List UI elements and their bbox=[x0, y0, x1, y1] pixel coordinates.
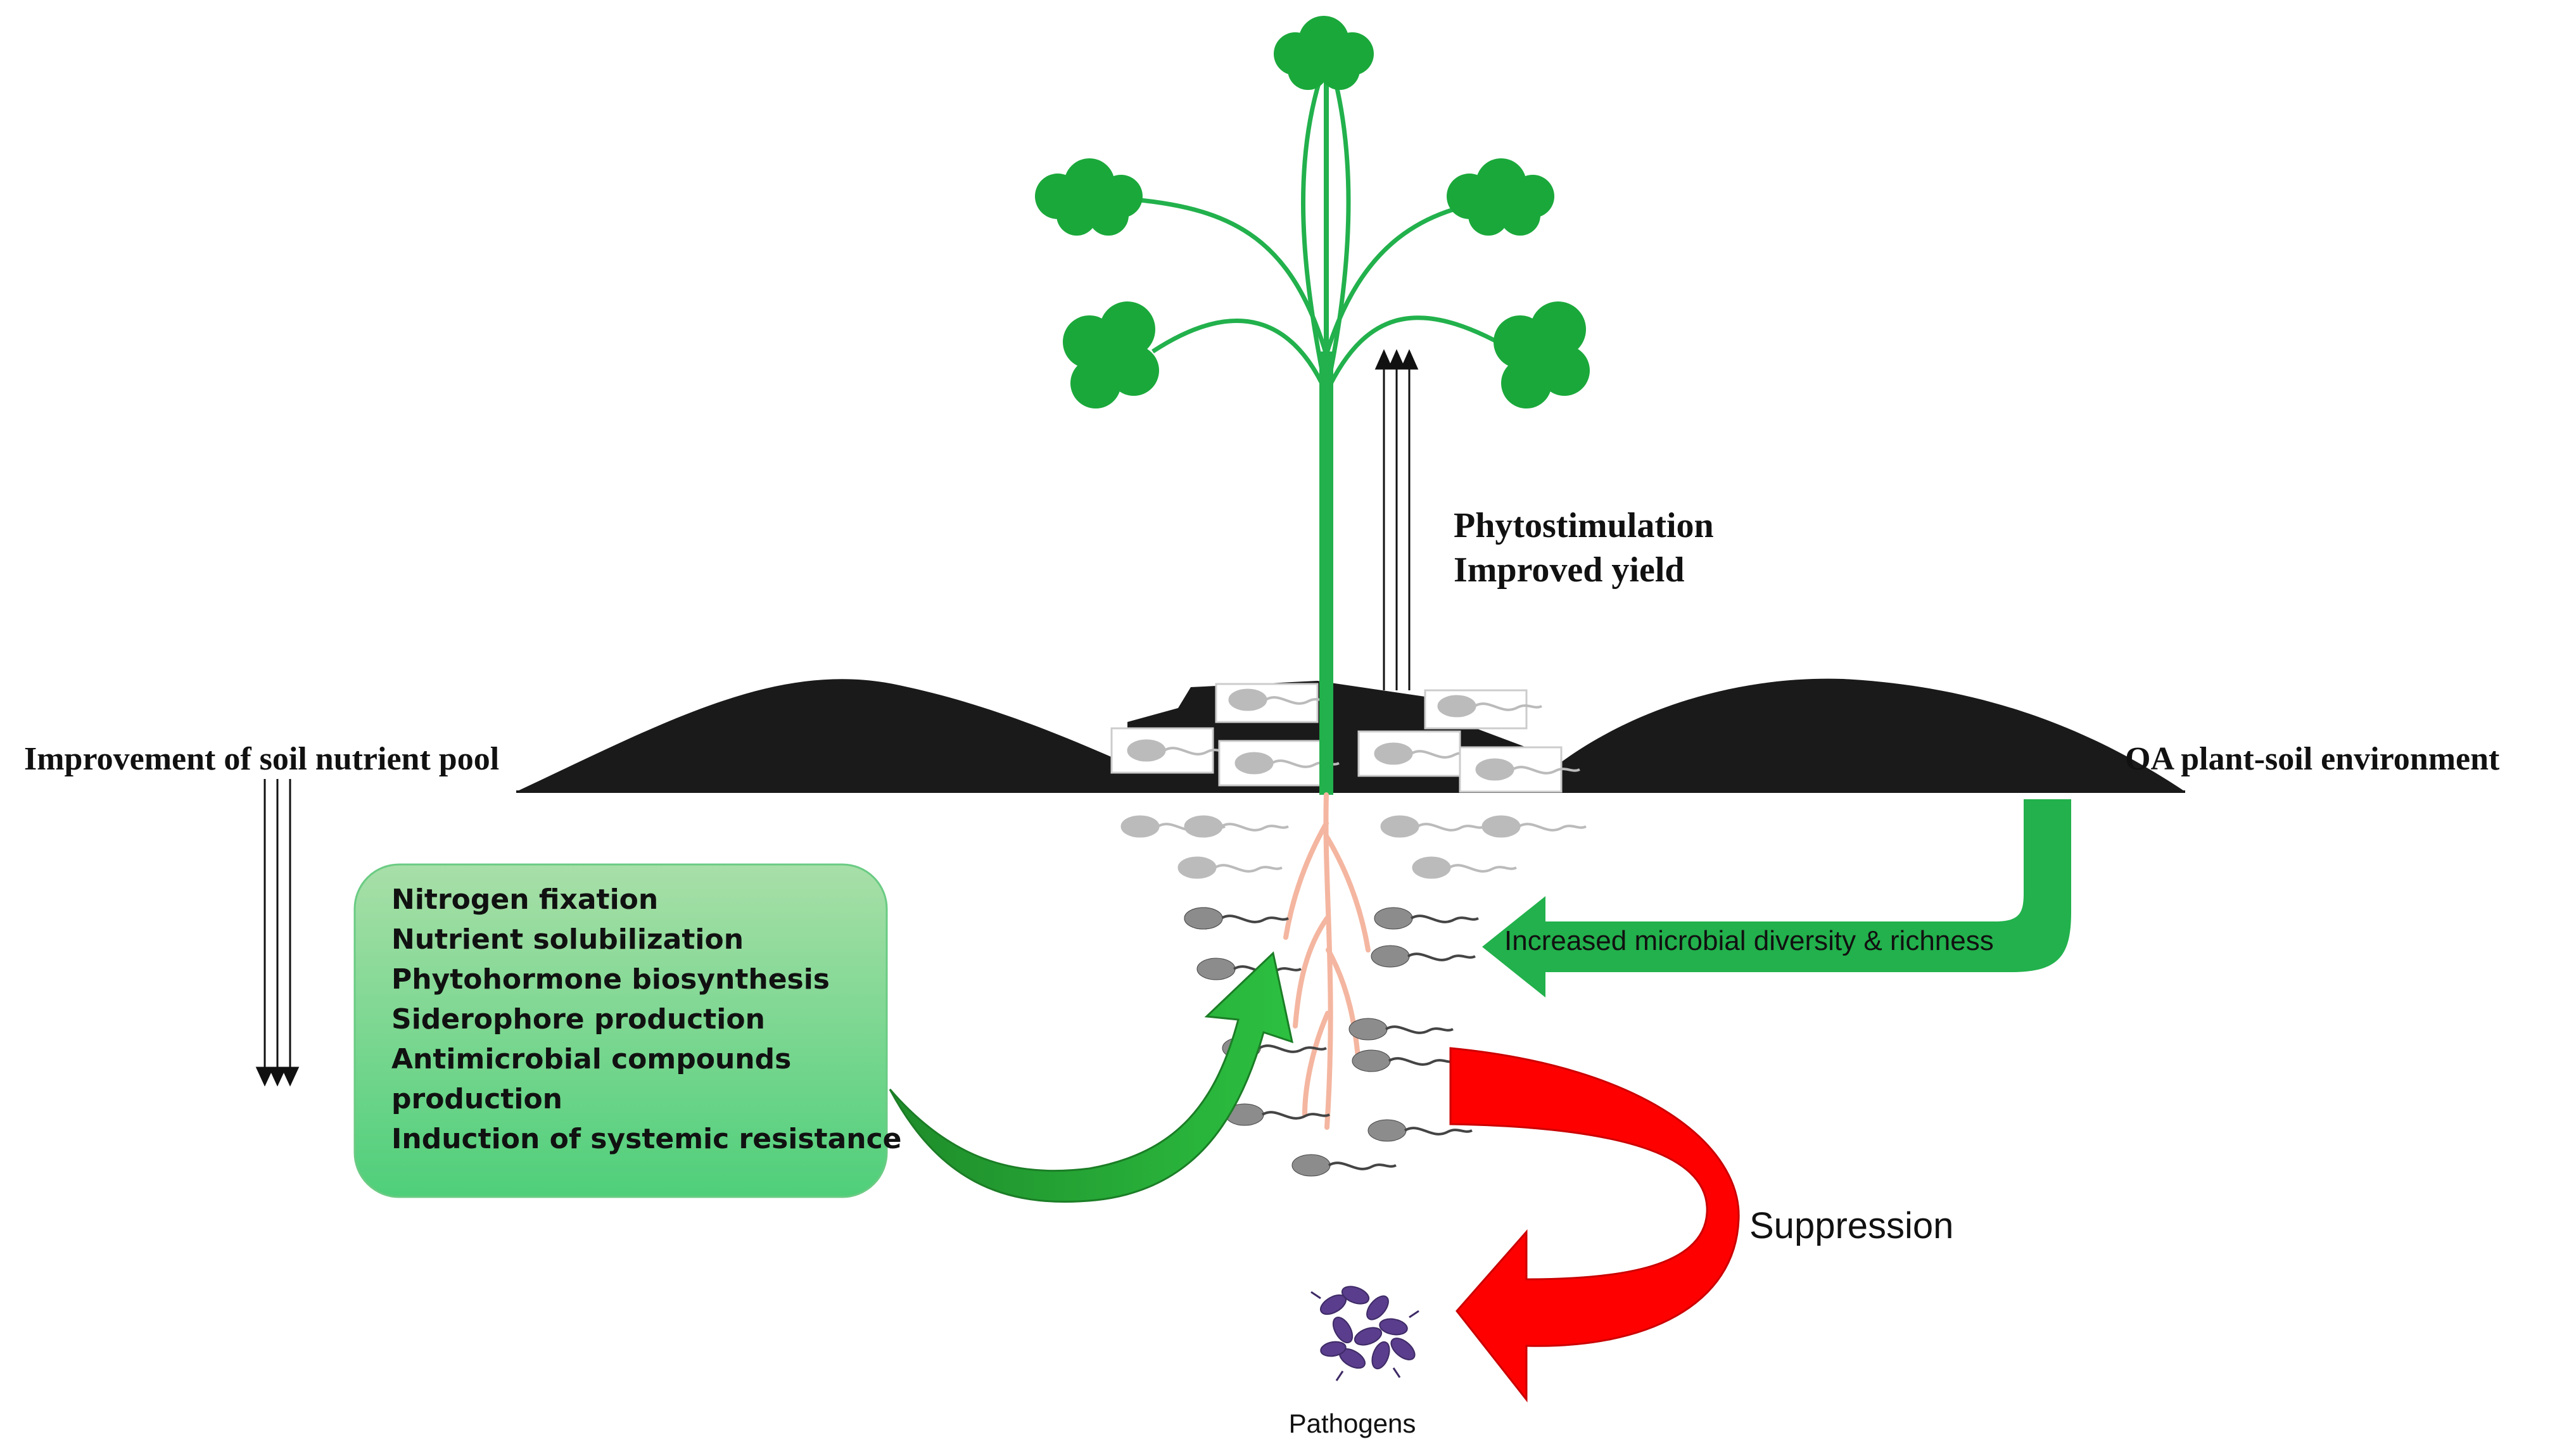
label-oa-environment: OA plant-soil environment bbox=[2125, 741, 2500, 777]
arrowhead-down bbox=[281, 1067, 300, 1087]
soil-microbe-tiles bbox=[1110, 683, 1581, 793]
leaf-upper-left-cloud bbox=[1035, 158, 1143, 236]
arrowhead-up bbox=[1400, 349, 1419, 370]
label-phytostimulation: Phytostimulation bbox=[1454, 506, 1714, 545]
soil-microbes-light bbox=[1120, 814, 1587, 880]
plant-leaves bbox=[1035, 16, 1590, 408]
soil-left-mound bbox=[516, 679, 1191, 792]
function-item: Induction of systemic resistance bbox=[391, 1123, 902, 1155]
suppression-arrow bbox=[1449, 1047, 1740, 1403]
nutrient-pool-arrows bbox=[255, 779, 300, 1087]
label-soil-nutrient-pool: Improvement of soil nutrient pool bbox=[24, 741, 499, 777]
label-suppression: Suppression bbox=[1749, 1205, 1953, 1246]
leaf-lower-right-cloud bbox=[1494, 301, 1590, 408]
plant bbox=[1035, 16, 1590, 795]
label-improved-yield: Improved yield bbox=[1454, 550, 1685, 590]
leaf-upper-right-cloud bbox=[1447, 158, 1554, 236]
plant-stem bbox=[1319, 351, 1333, 795]
leaf-lower-left-cloud bbox=[1063, 301, 1159, 408]
functions-list: Nitrogen fixation Nutrient solubilizatio… bbox=[391, 883, 902, 1155]
pathogen-cluster-icon bbox=[1310, 1286, 1419, 1381]
phytostimulation-arrows bbox=[1374, 349, 1419, 690]
leaf-top-cloud bbox=[1274, 16, 1374, 90]
arrowhead-up bbox=[1387, 349, 1406, 370]
function-item: Antimicrobial compounds bbox=[391, 1043, 791, 1075]
arrowhead-up bbox=[1374, 349, 1393, 370]
function-item: Nutrient solubilization bbox=[391, 923, 744, 956]
plant-roots bbox=[1283, 792, 1371, 1130]
function-item: Phytohormone biosynthesis bbox=[391, 963, 830, 996]
function-item: production bbox=[391, 1083, 562, 1115]
function-item: Siderophore production bbox=[391, 1003, 765, 1035]
soil-microbes-dark bbox=[1183, 906, 1480, 1177]
microbial-diversity-arrow bbox=[1482, 799, 2071, 997]
soil-right-mound bbox=[1526, 678, 2185, 792]
soil-mounds bbox=[516, 678, 2185, 793]
functions-curved-arrow bbox=[889, 951, 1294, 1203]
functions-box bbox=[353, 863, 888, 1198]
arrowhead-down bbox=[255, 1067, 274, 1087]
function-item: Nitrogen fixation bbox=[391, 883, 658, 916]
label-pathogens: Pathogens bbox=[1289, 1409, 1416, 1438]
label-microbial-diversity: Increased microbial diversity & richness bbox=[1504, 925, 1994, 956]
arrowhead-down bbox=[268, 1067, 287, 1087]
